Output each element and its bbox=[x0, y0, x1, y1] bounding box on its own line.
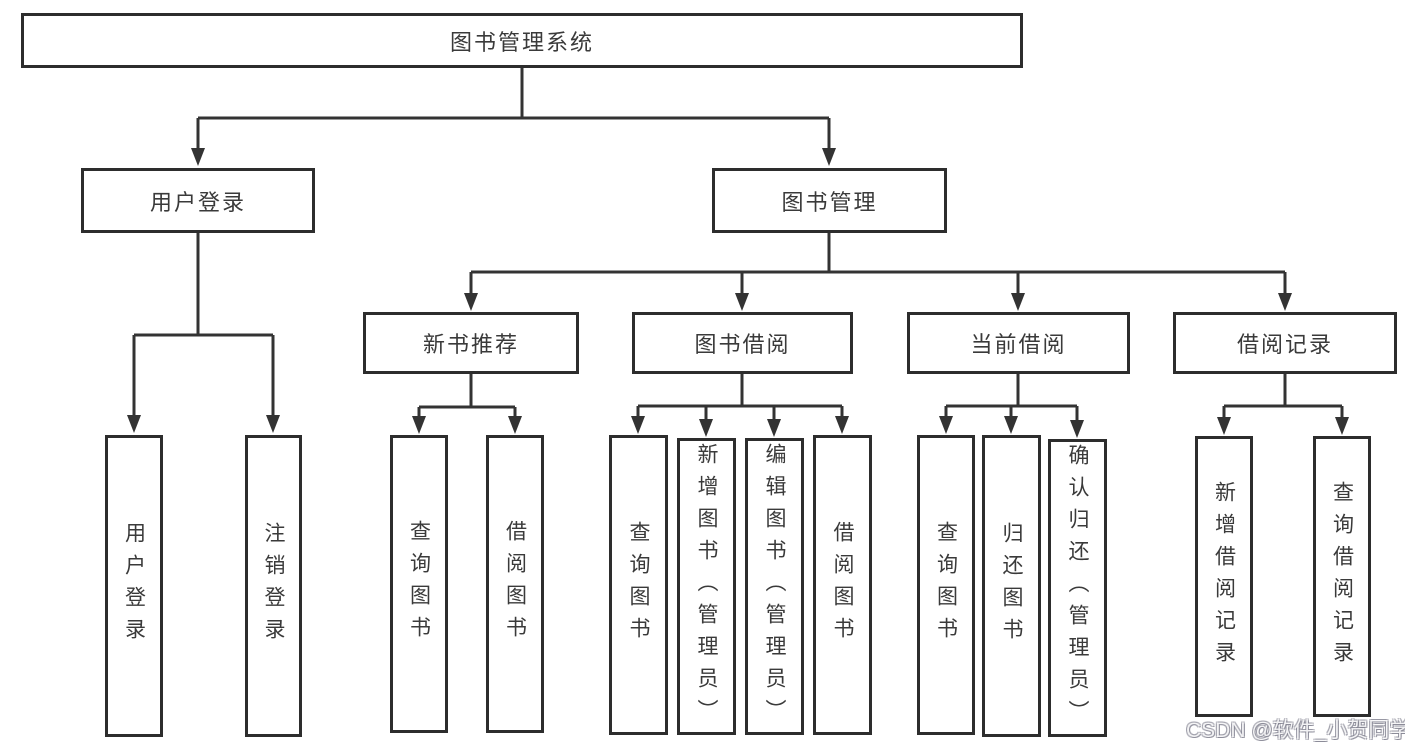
leaf-logout: 注销登录 bbox=[245, 435, 302, 737]
node-label: 图书借阅 bbox=[694, 332, 791, 357]
leaf-add-books-admin: 新增图书（管理员） bbox=[677, 438, 736, 735]
leaf-label: 编辑图书（管理员） bbox=[763, 442, 786, 731]
leaf-label: 确认归还（管理员） bbox=[1066, 444, 1089, 732]
node-label: 图书管理 bbox=[781, 189, 878, 215]
leaf-edit-books-admin: 编辑图书（管理员） bbox=[745, 438, 804, 735]
leaf-user-login: 用户登录 bbox=[105, 435, 163, 737]
leaf-return-books: 归还图书 bbox=[982, 435, 1041, 737]
leaf-label: 注销登录 bbox=[262, 522, 285, 650]
leaf-query-books-1: 查询图书 bbox=[390, 435, 448, 733]
csdn-watermark: CSDN @软件_小贺同学 bbox=[1186, 719, 1405, 742]
leaf-query-borrow-record: 查询借阅记录 bbox=[1313, 436, 1371, 717]
leaf-label: 借阅图书 bbox=[831, 521, 854, 649]
leaf-label: 查询图书 bbox=[407, 520, 431, 648]
leaf-label: 新增图书（管理员） bbox=[695, 442, 718, 731]
arrow-heads bbox=[127, 148, 1349, 438]
node-borrow-records: 借阅记录 bbox=[1173, 312, 1397, 374]
node-user-login: 用户登录 bbox=[81, 168, 315, 233]
leaf-confirm-return-admin: 确认归还（管理员） bbox=[1048, 439, 1107, 737]
node-label: 借阅记录 bbox=[1236, 332, 1333, 357]
leaf-add-borrow-record: 新增借阅记录 bbox=[1195, 436, 1253, 717]
leaf-label: 归还图书 bbox=[1000, 522, 1023, 650]
node-label: 新书推荐 bbox=[422, 332, 519, 357]
leaf-borrow-books-2: 借阅图书 bbox=[813, 435, 872, 735]
node-current-borrow: 当前借阅 bbox=[907, 312, 1130, 374]
leaf-label: 查询借阅记录 bbox=[1330, 480, 1354, 673]
leaf-label: 新增借阅记录 bbox=[1212, 480, 1236, 673]
node-label: 用户登录 bbox=[149, 189, 246, 215]
node-book-management: 图书管理 bbox=[712, 168, 947, 233]
leaf-query-books-2: 查询图书 bbox=[609, 435, 668, 735]
leaf-label: 用户登录 bbox=[122, 522, 146, 650]
node-new-book-recommend: 新书推荐 bbox=[363, 312, 579, 374]
leaf-label: 查询图书 bbox=[627, 521, 650, 649]
node-label: 当前借阅 bbox=[970, 332, 1067, 357]
node-root: 图书管理系统 bbox=[21, 13, 1023, 68]
node-book-borrow: 图书借阅 bbox=[632, 312, 853, 374]
leaf-label: 借阅图书 bbox=[503, 520, 527, 648]
node-root-label: 图书管理系统 bbox=[449, 29, 594, 55]
leaf-borrow-books-1: 借阅图书 bbox=[486, 435, 544, 733]
leaf-label: 查询图书 bbox=[934, 521, 958, 649]
leaf-query-books-3: 查询图书 bbox=[917, 435, 975, 735]
